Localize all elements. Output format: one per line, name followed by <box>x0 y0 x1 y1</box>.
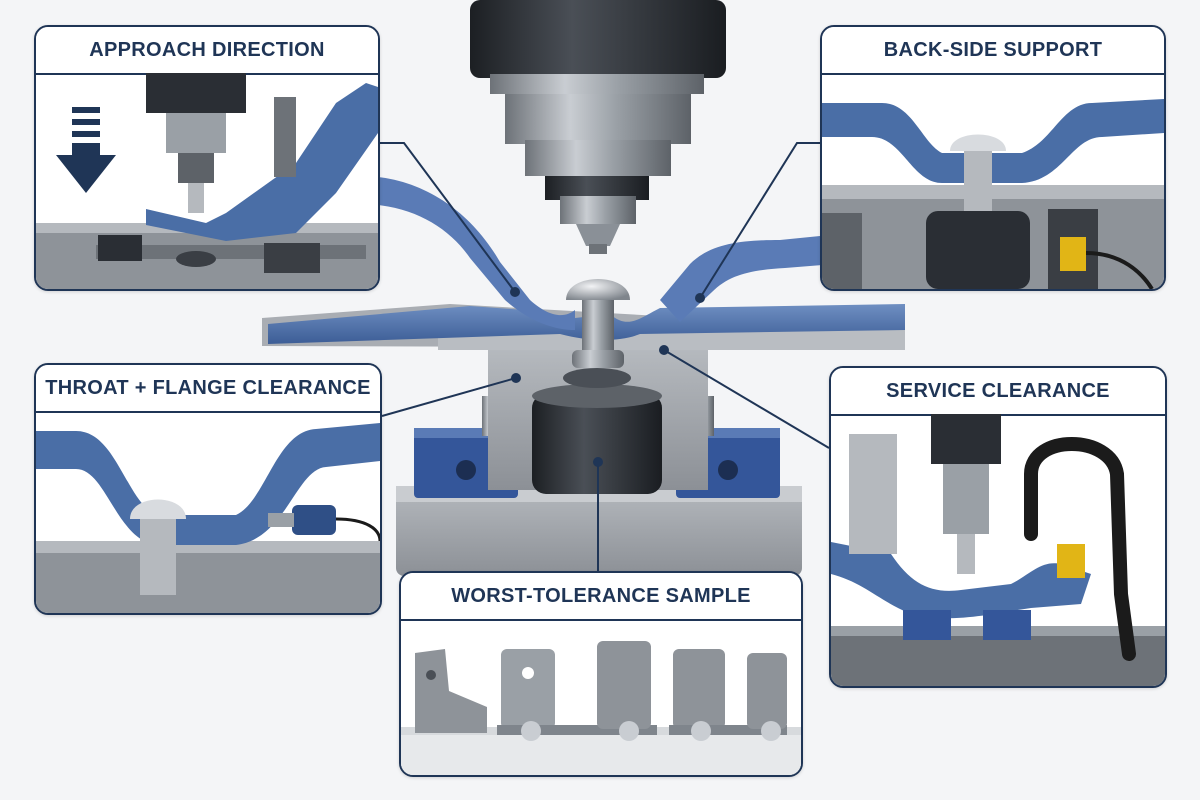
sample-bracket-1 <box>415 649 487 733</box>
worst-tolerance-sample-illustration <box>401 619 801 775</box>
back-side-support-title: BACK-SIDE SUPPORT <box>822 27 1164 75</box>
rivet <box>566 279 630 368</box>
throat-flange-clearance-panel: THROAT + FLANGE CLEARANCE <box>34 363 382 615</box>
service-clearance-title: SERVICE CLEARANCE <box>831 368 1165 416</box>
sample-rivets <box>521 721 781 741</box>
back-side-support-panel: BACK-SIDE SUPPORT <box>820 25 1166 291</box>
proximity-sensor-icon <box>268 505 380 542</box>
callout-dots <box>510 287 705 467</box>
down-arrow-icon <box>56 107 116 193</box>
sample-bracket-2 <box>497 649 657 735</box>
sample-bracket-4 <box>669 649 787 735</box>
throat-flange-clearance-title: THROAT + FLANGE CLEARANCE <box>36 365 380 413</box>
callout-leaders <box>380 142 830 571</box>
sample-bracket-5 <box>747 653 787 729</box>
riveting-spindle <box>470 0 726 254</box>
service-clearance-panel: SERVICE CLEARANCE <box>829 366 1167 688</box>
proximity-sensor-icon <box>1060 237 1154 289</box>
proximity-sensor-icon <box>1057 544 1085 578</box>
approach-direction-title: APPROACH DIRECTION <box>36 27 378 75</box>
service-clearance-illustration <box>831 414 1165 686</box>
approach-direction-panel: APPROACH DIRECTION <box>34 25 380 291</box>
back-side-support-illustration <box>822 73 1164 289</box>
throat-flange-clearance-illustration <box>36 411 380 613</box>
sample-bracket-3 <box>597 641 651 729</box>
worst-tolerance-sample-panel: WORST-TOLERANCE SAMPLE <box>399 571 803 777</box>
cable-chain-icon <box>1024 437 1136 661</box>
approach-direction-illustration <box>36 73 378 289</box>
worst-tolerance-sample-title: WORST-TOLERANCE SAMPLE <box>401 573 801 621</box>
